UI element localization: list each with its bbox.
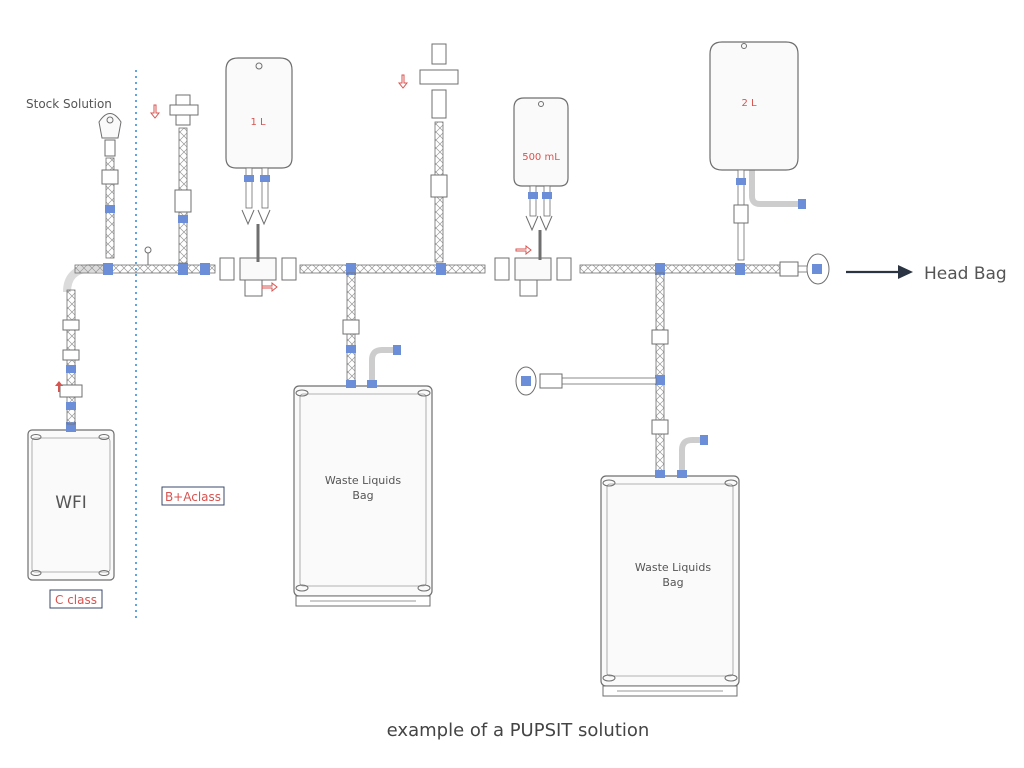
ba-class-box	[161, 486, 225, 506]
vent1-flow-arrow-icon	[149, 104, 161, 119]
bag-2l-label: 2 L	[741, 98, 757, 109]
vent-filter-2	[397, 43, 459, 263]
waste-bag-1-label-line1: Waste Liquids	[325, 474, 401, 487]
diagram-caption: example of a PUPSIT solution	[387, 720, 650, 741]
bag-500ml-label: 500 mL	[522, 152, 560, 163]
bag-1l-label: 1 L	[250, 117, 266, 128]
outlet-connector	[779, 253, 830, 285]
main-manifold	[74, 246, 811, 275]
filter-unit-1	[219, 257, 297, 297]
wfi-label: WFI	[55, 493, 87, 513]
wfi-tube	[55, 264, 110, 425]
waste-bag-1-label-line2: Bag	[352, 489, 373, 502]
filter-unit-2	[494, 244, 572, 297]
bag-2l	[709, 41, 806, 261]
c-class-label: C class	[55, 593, 97, 607]
bag-500ml	[513, 97, 569, 260]
wfi-flow-arrow-icon	[55, 381, 63, 392]
stock-solution-label: Stock Solution	[26, 97, 112, 111]
waste-bag-1	[293, 380, 433, 607]
head-bag-arrow-icon	[846, 265, 913, 279]
filter2-flow-arrow-icon	[515, 244, 532, 256]
head-bag-label: Head Bag	[924, 264, 1007, 284]
stock-solution-bottle	[98, 113, 122, 259]
vent2-flow-arrow-icon	[397, 74, 409, 89]
bag-1l	[225, 57, 293, 262]
waste-drop-1	[342, 272, 401, 385]
wfi-bag	[27, 422, 115, 581]
waste-drop-2	[651, 272, 708, 476]
c-class-box	[49, 589, 103, 609]
filter1-flow-arrow-icon	[261, 281, 278, 293]
waste-bag-2-label-line2: Bag	[662, 576, 683, 589]
sample-branch	[515, 366, 657, 396]
waste-bag-2	[600, 470, 740, 697]
waste-bag-2-label-line1: Waste Liquids	[635, 561, 711, 574]
ba-class-label: B+Aclass	[165, 490, 221, 504]
vent-filter-1	[149, 94, 199, 264]
